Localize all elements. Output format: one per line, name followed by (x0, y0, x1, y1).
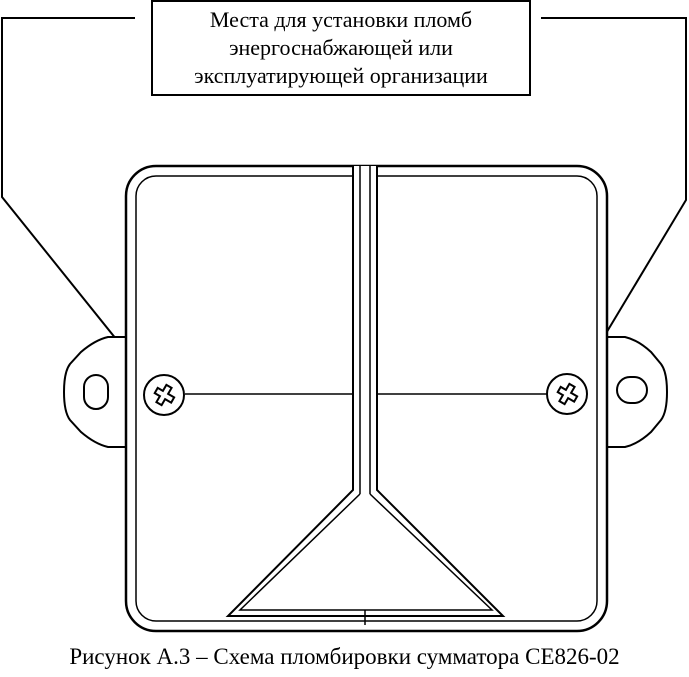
leader-line-right (541, 17, 687, 386)
mounting-slot-left (83, 374, 109, 410)
figure-caption: Рисунок А.3 – Схема пломбировки сумматор… (69, 644, 620, 669)
callout-line-3: эксплуатирующей организации (194, 63, 488, 88)
leader-lines (0, 17, 687, 386)
mounting-ear-left (62, 336, 128, 448)
screw-head-icon (546, 373, 588, 415)
callout-line-1: Места для установки пломб (209, 7, 473, 32)
leader-line-left (0, 17, 154, 386)
central-channel (225, 166, 506, 625)
screw-head-icon (143, 374, 185, 416)
callout-line-2: энергоснабжающей или (229, 35, 453, 60)
mounting-slot-right (616, 376, 648, 404)
seal-locations-callout: Места для установки пломб энергоснабжающ… (151, 0, 531, 96)
mounting-ear-right (603, 336, 669, 448)
